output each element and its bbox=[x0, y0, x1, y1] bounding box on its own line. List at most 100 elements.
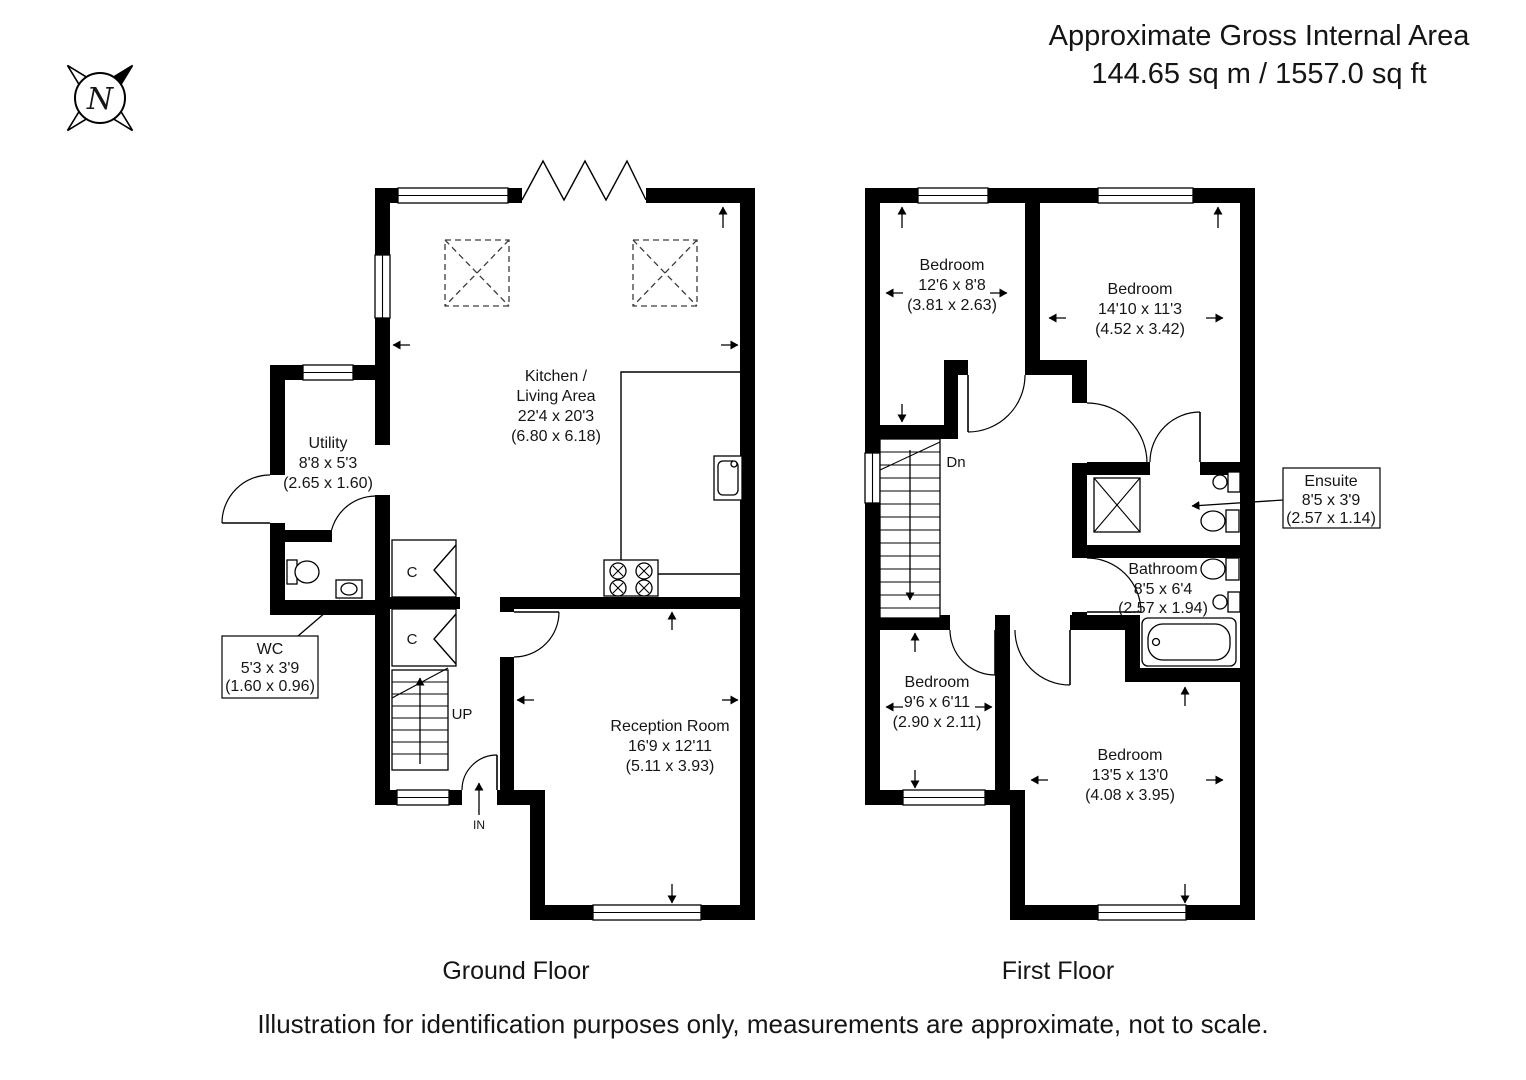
room-dims-imperial: 8'5 x 3'9 bbox=[1302, 492, 1361, 509]
ground-windows bbox=[302, 187, 702, 921]
room-name: Bedroom bbox=[1108, 281, 1173, 298]
room-name: Living Area bbox=[516, 388, 595, 405]
room-dims-imperial: 14'10 x 11'3 bbox=[1098, 301, 1182, 318]
room-dims-imperial: 9'6 x 6'11 bbox=[904, 694, 970, 711]
stairs-down-label: Dn bbox=[946, 454, 965, 471]
header: Approximate Gross Internal Area 144.65 s… bbox=[1049, 20, 1471, 90]
closet: C bbox=[391, 608, 457, 667]
room-label-utility: Utility 8'8 x 5'3 (2.65 x 1.60) bbox=[283, 435, 373, 492]
disclaimer-text: Illustration for identification purposes… bbox=[257, 1009, 1268, 1039]
door bbox=[1086, 557, 1142, 613]
room-dims-imperial: 8'8 x 5'3 bbox=[299, 455, 358, 472]
room-label-bedroom-top-left: Bedroom 12'6 x 8'8 (3.81 x 2.63) bbox=[907, 257, 997, 314]
toilet-icon bbox=[1200, 509, 1240, 533]
wc-callout: WC 5'3 x 3'9 (1.60 x 0.96) bbox=[221, 599, 341, 699]
gross-area-title: Approximate Gross Internal Area bbox=[1049, 20, 1471, 52]
toilet-icon bbox=[1200, 557, 1240, 581]
room-name: Bathroom bbox=[1128, 561, 1197, 578]
room-dims-imperial: 22'4 x 20'3 bbox=[518, 408, 594, 425]
room-dims-metric: (6.80 x 6.18) bbox=[511, 428, 601, 445]
closet-label: C bbox=[407, 564, 418, 581]
window bbox=[374, 254, 391, 319]
skylight bbox=[444, 239, 510, 307]
room-label-bedroom-top-right: Bedroom 14'10 x 11'3 (4.52 x 3.42) bbox=[1095, 281, 1185, 338]
first-floor-title: First Floor bbox=[1002, 957, 1115, 985]
door bbox=[967, 374, 1026, 433]
basin-icon bbox=[335, 579, 363, 599]
room-dims-imperial: 12'6 x 8'8 bbox=[918, 277, 986, 294]
room-dims-metric: (4.08 x 3.95) bbox=[1085, 787, 1175, 804]
basin-icon bbox=[1212, 591, 1241, 613]
room-dims-metric: (2.57 x 1.94) bbox=[1118, 600, 1208, 617]
door bbox=[1014, 629, 1071, 686]
room-label-bathroom: Bathroom 8'5 x 6'4 (2.57 x 1.94) bbox=[1118, 561, 1208, 617]
stairs-down: Dn bbox=[879, 438, 966, 619]
room-name: WC bbox=[257, 641, 284, 658]
hob-icon bbox=[603, 559, 659, 597]
room-name: Bedroom bbox=[1098, 747, 1163, 764]
room-name: Reception Room bbox=[610, 718, 729, 735]
entrance-label: IN bbox=[473, 818, 485, 832]
dimension-arrows-first bbox=[885, 206, 1224, 904]
room-dims-imperial: 8'5 x 6'4 bbox=[1134, 581, 1193, 598]
room-dims-imperial: 13'5 x 13'0 bbox=[1092, 767, 1168, 784]
first-windows bbox=[864, 187, 1194, 921]
stairs-up-label: UP bbox=[452, 706, 473, 723]
ground-floor-plan: C C UP bbox=[221, 159, 755, 921]
skylight bbox=[632, 239, 698, 307]
door bbox=[221, 474, 271, 524]
room-dims-metric: (1.60 x 0.96) bbox=[225, 678, 315, 695]
room-name: Utility bbox=[308, 435, 347, 452]
room-dims-metric: (5.11 x 3.93) bbox=[626, 758, 715, 775]
window bbox=[864, 452, 881, 504]
room-dims-metric: (4.52 x 3.42) bbox=[1095, 321, 1185, 338]
shower-icon bbox=[1093, 477, 1141, 533]
basin-icon bbox=[1212, 471, 1241, 493]
room-label-kitchen-living: Kitchen / Living Area 22'4 x 20'3 (6.80 … bbox=[511, 368, 601, 445]
room-name: Kitchen / bbox=[525, 368, 588, 385]
kitchen-sink-icon bbox=[713, 455, 743, 501]
toilet-icon bbox=[286, 559, 320, 585]
compass-north-label: N bbox=[86, 82, 115, 117]
bathtub-icon bbox=[1141, 617, 1237, 667]
window bbox=[397, 187, 509, 204]
room-dims-metric: (2.57 x 1.14) bbox=[1286, 510, 1376, 527]
closet-label: C bbox=[407, 631, 418, 648]
first-floor-plan: Dn bbox=[864, 187, 1381, 921]
room-dims-metric: (3.81 x 2.63) bbox=[907, 297, 997, 314]
stairs-up: UP bbox=[391, 667, 473, 771]
window bbox=[1097, 187, 1194, 204]
room-label-bedroom-bottom-left: Bedroom 9'6 x 6'11 (2.90 x 2.11) bbox=[893, 674, 982, 731]
room-name: Ensuite bbox=[1304, 473, 1357, 490]
window bbox=[302, 364, 354, 381]
dimension-arrows-ground bbox=[392, 206, 739, 904]
door bbox=[461, 754, 498, 791]
window bbox=[592, 904, 702, 921]
gross-area-value: 144.65 sq m / 1557.0 sq ft bbox=[1091, 58, 1426, 90]
door bbox=[949, 629, 996, 676]
door bbox=[1086, 402, 1148, 464]
window bbox=[917, 187, 989, 204]
room-dims-imperial: 5'3 x 3'9 bbox=[241, 660, 300, 677]
window bbox=[1097, 904, 1187, 921]
door bbox=[1149, 411, 1201, 463]
room-name: Bedroom bbox=[920, 257, 985, 274]
room-dims-metric: (2.90 x 2.11) bbox=[893, 714, 982, 731]
kitchen-counter bbox=[620, 371, 740, 575]
room-dims-metric: (2.65 x 1.60) bbox=[283, 475, 373, 492]
closet: C bbox=[391, 539, 457, 598]
door bbox=[329, 495, 377, 543]
ensuite-callout: Ensuite 8'5 x 3'9 (2.57 x 1.14) bbox=[1191, 467, 1381, 529]
window bbox=[396, 789, 450, 806]
room-label-reception: Reception Room 16'9 x 12'11 (5.11 x 3.93… bbox=[610, 718, 729, 775]
ground-walls bbox=[270, 188, 755, 920]
room-label-bedroom-bottom-right: Bedroom 13'5 x 13'0 (4.08 x 3.95) bbox=[1085, 747, 1175, 804]
window bbox=[902, 789, 986, 806]
entrance-marker: IN bbox=[473, 782, 485, 832]
zigzag-opening bbox=[521, 159, 647, 202]
ground-floor-title: Ground Floor bbox=[442, 957, 589, 985]
door bbox=[513, 611, 560, 658]
room-dims-imperial: 16'9 x 12'11 bbox=[628, 738, 712, 755]
